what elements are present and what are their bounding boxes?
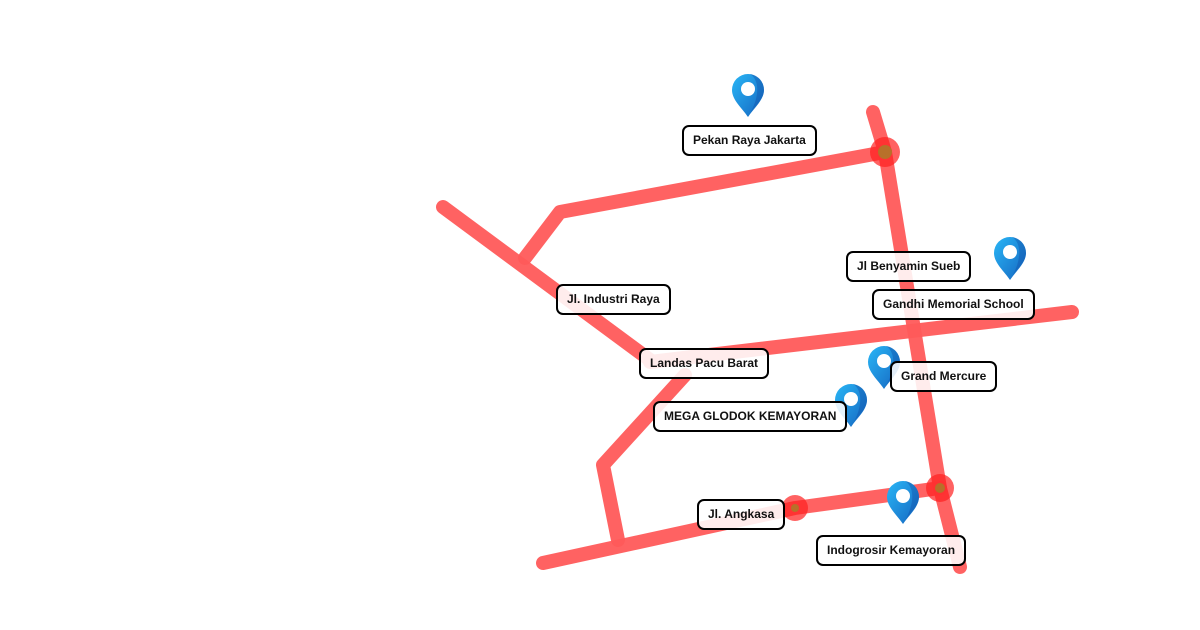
label-grand-mercure[interactable]: Grand Mercure xyxy=(890,361,998,392)
map-pin-icon[interactable] xyxy=(730,72,766,118)
label-gandhi-memorial-school[interactable]: Gandhi Memorial School xyxy=(872,289,1035,320)
road-top[interactable] xyxy=(518,145,892,265)
map-pin-icon[interactable] xyxy=(992,235,1028,281)
junction-dot xyxy=(935,483,945,493)
junction-dot xyxy=(878,145,892,159)
label-jl-benyamin-sueb[interactable]: Jl Benyamin Sueb xyxy=(846,251,972,282)
road-industri-raya[interactable] xyxy=(436,200,657,367)
label-pekan-raya-jakarta[interactable]: Pekan Raya Jakarta xyxy=(682,125,817,156)
label-jl-industri-raya[interactable]: Jl. Industri Raya xyxy=(556,284,671,315)
road-benyamin-sueb[interactable] xyxy=(866,105,967,574)
label-mega-glodok-kemayoran[interactable]: MEGA GLODOK KEMAYORAN xyxy=(653,401,848,432)
junction-markers xyxy=(782,137,954,521)
junction-dot xyxy=(791,504,799,512)
label-landas-pacu-barat[interactable]: Landas Pacu Barat xyxy=(639,348,770,379)
label-jl-angkasa[interactable]: Jl. Angkasa xyxy=(697,499,786,530)
map-pin-icon[interactable] xyxy=(885,479,921,525)
road-diagonal[interactable] xyxy=(596,368,692,547)
label-indogrosir-kemayoran[interactable]: Indogrosir Kemayoran xyxy=(816,535,967,566)
